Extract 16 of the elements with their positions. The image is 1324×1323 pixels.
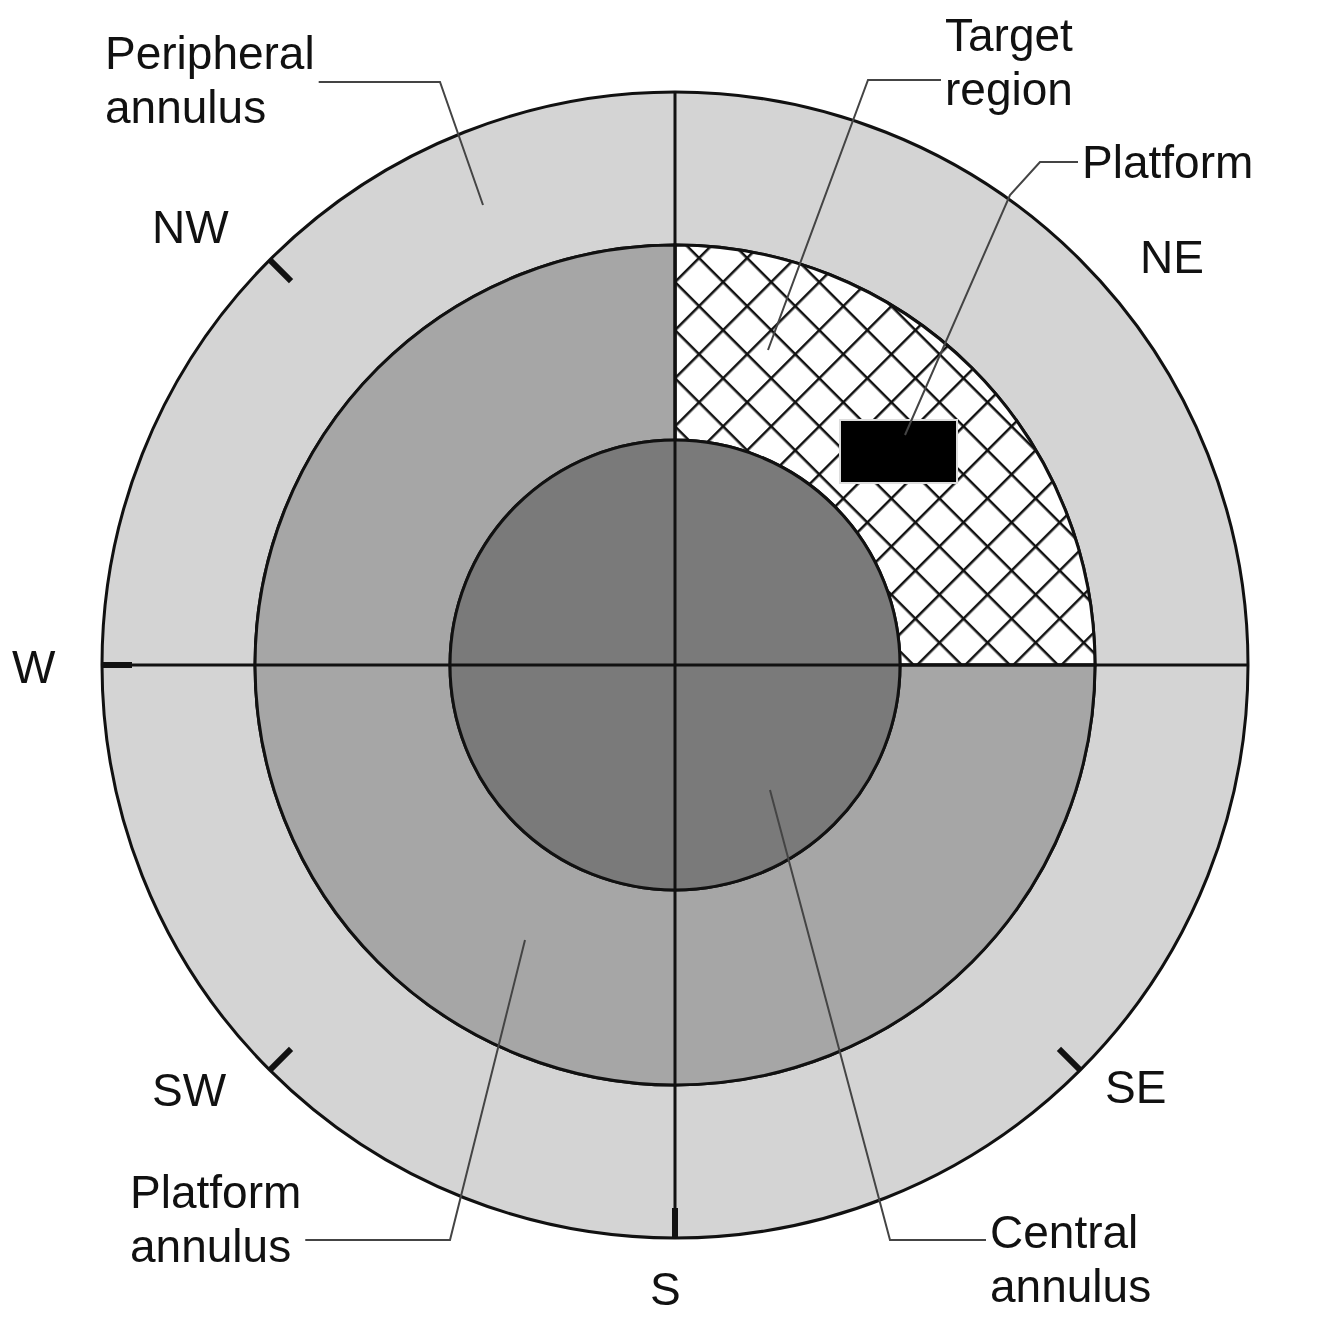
leader-line xyxy=(904,161,1079,436)
compass-direction-label: NW xyxy=(152,200,229,254)
compass-direction-label: S xyxy=(650,1262,681,1316)
callout-label: Platform annulus xyxy=(130,1165,302,1273)
leader-line xyxy=(767,79,942,351)
compass-direction-label: NE xyxy=(1140,230,1204,284)
compass-direction-label: SW xyxy=(152,1063,227,1117)
compass-direction-label: SE xyxy=(1105,1060,1167,1114)
leader-line xyxy=(304,939,526,1241)
compass-direction-label: W xyxy=(12,640,56,694)
leader-line xyxy=(769,789,987,1241)
callout-label: Peripheral annulus xyxy=(105,26,315,134)
callout-label: Platform xyxy=(1082,135,1254,189)
leader-line xyxy=(317,81,484,206)
callout-label: Target region xyxy=(945,8,1073,116)
callout-label: Central annulus xyxy=(990,1205,1152,1313)
